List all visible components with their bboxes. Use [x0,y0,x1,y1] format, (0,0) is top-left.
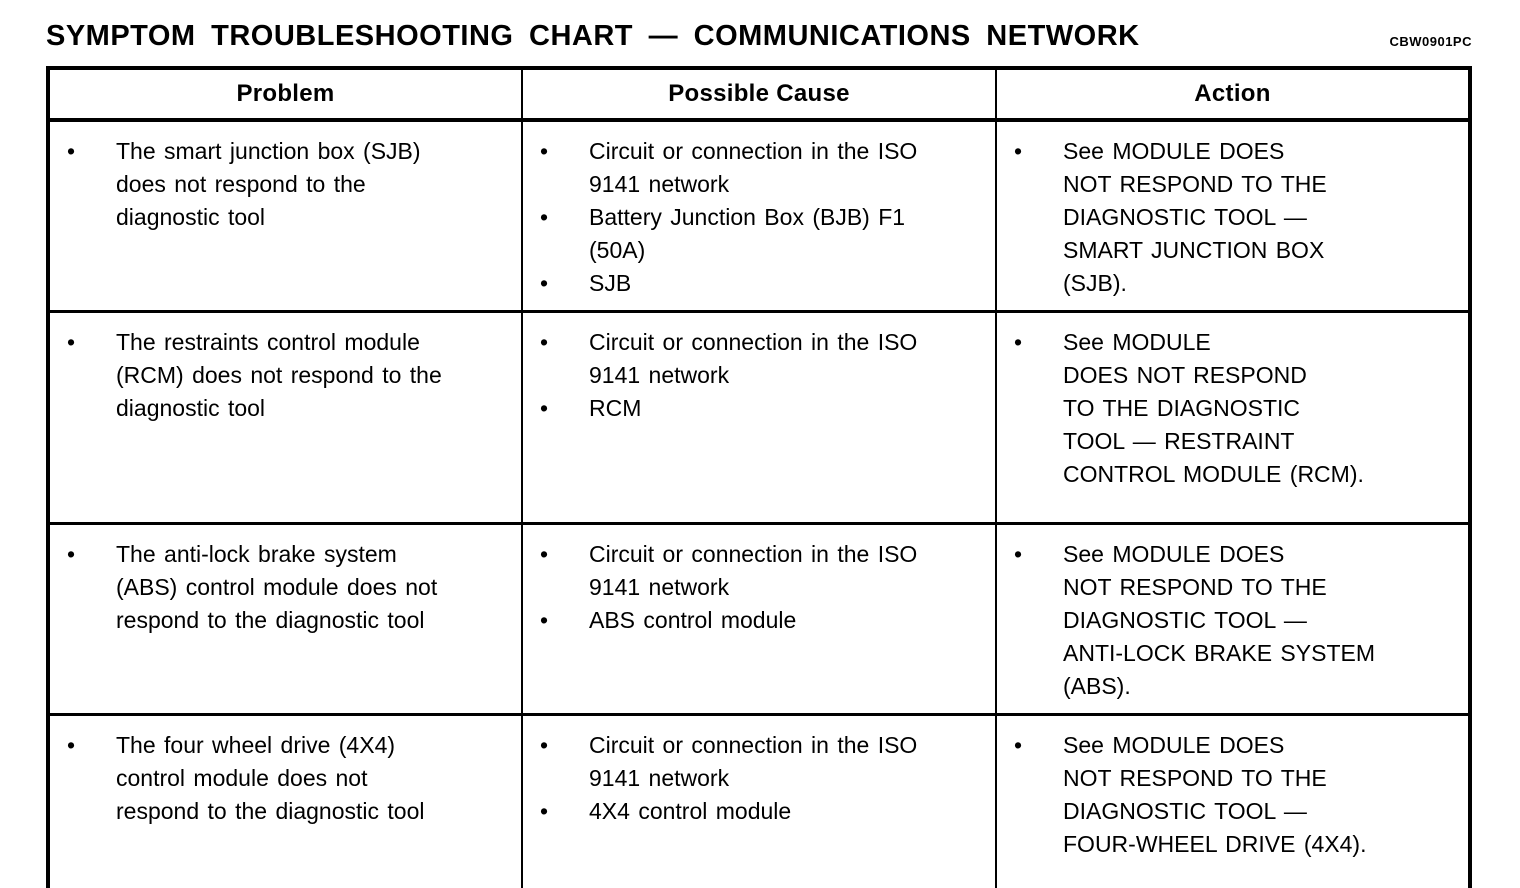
cell-action: • See MODULE DOES NOT RESPOND TO THE DIAG… [995,522,1471,716]
troubleshooting-table: Problem Possible Cause Action • The smart… [46,66,1472,888]
bullet-item: • RCM [523,392,989,425]
cell-action: • See MODULE DOES NOT RESPOND TO THE DIAG… [995,310,1471,525]
bullet-text: Battery Junction Box (BJB) F1 (50A) [589,204,906,263]
table-row: • The anti-lock brake system (ABS) contro… [47,522,1471,716]
bullet-icon: • [540,204,549,230]
bullet-text: The anti-lock brake system (ABS) control… [116,541,438,633]
bullet-icon: • [540,329,549,355]
bullet-text: SJB [589,270,632,296]
bullet-list: • Circuit or connection in the ISO 9141 n… [523,326,989,425]
bullet-icon: • [540,541,549,567]
bullet-text: RCM [589,395,642,421]
bullet-list: • The restraints control module (RCM) doe… [50,326,515,425]
table-header: Problem Possible Cause Action [47,67,1471,122]
bullet-text: Circuit or connection in the ISO 9141 ne… [589,732,918,791]
bullet-icon: • [67,732,76,758]
bullet-text: The four wheel drive (4X4) control modul… [116,732,425,824]
cell-action: • See MODULE DOES NOT RESPOND TO THE DIAG… [995,713,1471,888]
bullet-text: See MODULE DOES NOT RESPOND TO THE DIAGN… [1063,138,1327,296]
bullet-icon: • [540,607,549,633]
bullet-item: • See MODULE DOES NOT RESPOND TO THE DIAG… [997,538,1462,703]
bullet-icon: • [1014,138,1023,164]
bullet-item: • Circuit or connection in the ISO 9141 n… [523,326,989,392]
table-row: • The four wheel drive (4X4) control modu… [47,713,1471,888]
column-header-possible-cause: Possible Cause [521,67,997,122]
cell-possible-cause: • Circuit or connection in the ISO 9141 n… [521,310,997,525]
bullet-item: • SJB [523,267,989,300]
bullet-icon: • [540,270,549,296]
bullet-icon: • [67,541,76,567]
bullet-icon: • [540,138,549,164]
table-header-row: Problem Possible Cause Action [47,67,1471,122]
bullet-item: • See MODULE DOES NOT RESPOND TO THE DIAG… [997,326,1462,491]
bullet-item: • See MODULE DOES NOT RESPOND TO THE DIAG… [997,729,1462,861]
bullet-item: • Battery Junction Box (BJB) F1 (50A) [523,201,989,267]
table-row: • The restraints control module (RCM) doe… [47,310,1471,525]
bullet-icon: • [67,329,76,355]
bullet-item: • The four wheel drive (4X4) control modu… [50,729,515,828]
bullet-list: • Circuit or connection in the ISO 9141 n… [523,729,989,828]
bullet-icon: • [540,798,549,824]
bullet-icon: • [1014,732,1023,758]
bullet-text: The smart junction box (SJB) does not re… [116,138,421,230]
bullet-list: • Circuit or connection in the ISO 9141 n… [523,538,989,637]
bullet-item: • The restraints control module (RCM) doe… [50,326,515,425]
page-header: SYMPTOM TROUBLESHOOTING CHART — COMMUNIC… [46,20,1472,53]
bullet-icon: • [540,395,549,421]
cell-problem: • The four wheel drive (4X4) control modu… [47,713,523,888]
cell-problem: • The restraints control module (RCM) doe… [47,310,523,525]
cell-possible-cause: • Circuit or connection in the ISO 9141 n… [521,118,997,313]
bullet-item: • The smart junction box (SJB) does not r… [50,135,515,234]
cell-problem: • The smart junction box (SJB) does not r… [47,118,523,313]
bullet-text: See MODULE DOES NOT RESPOND TO THE DIAGN… [1063,541,1376,699]
page-title: SYMPTOM TROUBLESHOOTING CHART — COMMUNIC… [46,20,1140,52]
cell-possible-cause: • Circuit or connection in the ISO 9141 n… [521,522,997,716]
bullet-list: • See MODULE DOES NOT RESPOND TO THE DIAG… [997,538,1462,703]
cell-possible-cause: • Circuit or connection in the ISO 9141 n… [521,713,997,888]
bullet-list: • The anti-lock brake system (ABS) contro… [50,538,515,637]
bullet-text: Circuit or connection in the ISO 9141 ne… [589,138,918,197]
column-header-problem: Problem [47,67,523,122]
cell-problem: • The anti-lock brake system (ABS) contro… [47,522,523,716]
bullet-item: • ABS control module [523,604,989,637]
bullet-list: • See MODULE DOES NOT RESPOND TO THE DIAG… [997,135,1462,300]
bullet-icon: • [540,732,549,758]
bullet-item: • Circuit or connection in the ISO 9141 n… [523,135,989,201]
bullet-list: • The four wheel drive (4X4) control modu… [50,729,515,828]
bullet-item: • See MODULE DOES NOT RESPOND TO THE DIAG… [997,135,1462,300]
bullet-list: • Circuit or connection in the ISO 9141 n… [523,135,989,300]
bullet-list: • The smart junction box (SJB) does not r… [50,135,515,234]
column-header-action: Action [995,67,1471,122]
bullet-item: • The anti-lock brake system (ABS) contro… [50,538,515,637]
bullet-list: • See MODULE DOES NOT RESPOND TO THE DIAG… [997,326,1462,491]
bullet-icon: • [1014,541,1023,567]
bullet-text: Circuit or connection in the ISO 9141 ne… [589,329,918,388]
bullet-text: Circuit or connection in the ISO 9141 ne… [589,541,918,600]
bullet-item: • Circuit or connection in the ISO 9141 n… [523,538,989,604]
table-body: • The smart junction box (SJB) does not r… [47,118,1471,888]
bullet-item: • Circuit or connection in the ISO 9141 n… [523,729,989,795]
bullet-list: • See MODULE DOES NOT RESPOND TO THE DIAG… [997,729,1462,861]
bullet-icon: • [1014,329,1023,355]
bullet-text: 4X4 control module [589,798,792,824]
bullet-icon: • [67,138,76,164]
table-row: • The smart junction box (SJB) does not r… [47,118,1471,313]
bullet-text: ABS control module [589,607,797,633]
bullet-item: • 4X4 control module [523,795,989,828]
document-code: CBW0901PC [1389,34,1472,49]
bullet-text: See MODULE DOES NOT RESPOND TO THE DIAGN… [1063,732,1367,857]
bullet-text: The restraints control module (RCM) does… [116,329,442,421]
cell-action: • See MODULE DOES NOT RESPOND TO THE DIAG… [995,118,1471,313]
bullet-text: See MODULE DOES NOT RESPOND TO THE DIAGN… [1063,329,1364,487]
